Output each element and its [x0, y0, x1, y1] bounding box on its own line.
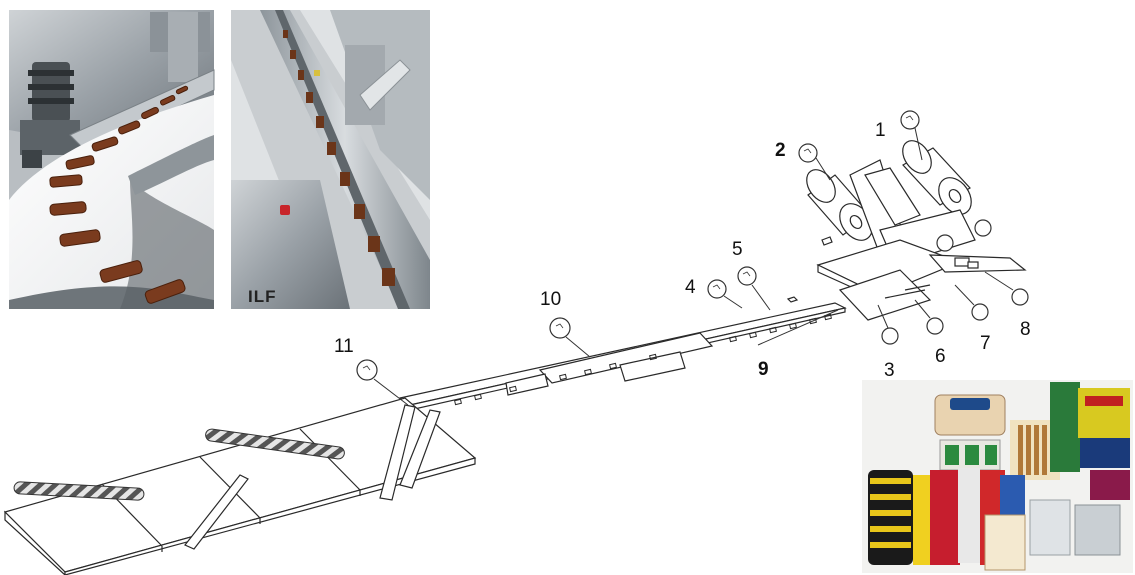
photo-curved-conveyor [9, 10, 215, 309]
callout-4: 4 [685, 277, 696, 298]
motor [20, 62, 80, 168]
callout-6: 6 [935, 346, 946, 367]
callout-5: 5 [732, 239, 743, 260]
callout-1: 1 [875, 120, 886, 141]
callout-7: 7 [980, 333, 991, 354]
callout-9: 9 [758, 359, 769, 380]
machine-line-drawing [3, 110, 1029, 575]
callout-numbers: 1 2 3 4 5 6 7 8 9 10 11 [334, 120, 1031, 381]
callout-11: 11 [334, 336, 354, 357]
candy-bars [49, 85, 189, 304]
outfeed-conveyor [3, 397, 477, 575]
leader-lines [373, 127, 1014, 406]
rope-belts [13, 428, 345, 501]
callout-10: 10 [540, 289, 561, 310]
callout-circles [356, 110, 1029, 381]
product-pieces [283, 30, 395, 286]
photo-ilf-conveyor: ILF [231, 10, 430, 309]
rolled-packs [868, 468, 1026, 571]
callout-8: 8 [1020, 319, 1031, 340]
forming-unit [806, 140, 1027, 321]
callout-3: 3 [884, 360, 895, 381]
photo-packaged-products [862, 380, 1133, 573]
callout-2: 2 [775, 140, 786, 161]
infeed-conveyor [398, 296, 847, 411]
photo-label-ilf: ILF [248, 287, 277, 306]
